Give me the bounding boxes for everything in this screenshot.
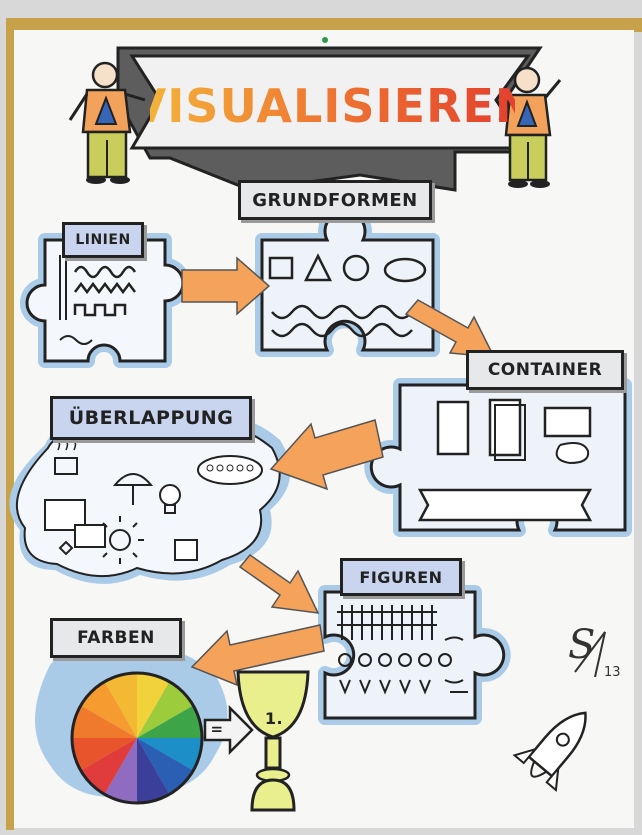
color-wheel-icon bbox=[70, 671, 204, 805]
label-linien: LINIEN bbox=[62, 222, 144, 258]
equals-sign: = bbox=[210, 720, 224, 738]
container-puzzle-icon bbox=[364, 378, 632, 537]
label-farben: FARBEN bbox=[50, 618, 182, 658]
signature-year: 13 bbox=[604, 665, 621, 680]
lightbulb-icon bbox=[159, 484, 181, 506]
stick-figure-right-icon bbox=[498, 66, 562, 188]
arrow-wheel-to-goblet-icon bbox=[203, 704, 254, 756]
title-banner bbox=[116, 46, 543, 192]
board-top-rail bbox=[6, 18, 642, 32]
label-container: CONTAINER bbox=[466, 350, 624, 390]
arrow-container-to-ueberlappung-icon bbox=[269, 419, 384, 491]
figuren-puzzle-icon bbox=[318, 585, 511, 725]
signature: S bbox=[568, 622, 596, 668]
pin-icon bbox=[322, 37, 328, 43]
stick-figure-left-icon bbox=[68, 61, 146, 184]
page-title: VISUALISIEREN bbox=[131, 58, 534, 154]
linien-puzzle-icon bbox=[20, 233, 190, 368]
label-grundformen: GRUNDFORMEN bbox=[238, 180, 432, 220]
board-left-rail bbox=[6, 30, 14, 830]
sun-icon bbox=[109, 529, 131, 551]
arrow-linien-to-grundformen-icon bbox=[181, 256, 271, 316]
rocket-icon bbox=[512, 711, 587, 792]
ueberlappung-cloud-icon bbox=[9, 413, 291, 584]
arrow-ueberlappung-to-figuren-icon bbox=[238, 553, 320, 614]
goblet-number: 1. bbox=[264, 708, 284, 728]
signature-mark-icon bbox=[574, 631, 606, 678]
arrow-figuren-to-farben-icon bbox=[190, 624, 325, 687]
grundformen-puzzle-icon bbox=[255, 204, 440, 357]
label-figuren: FIGUREN bbox=[340, 558, 462, 596]
goblet-icon bbox=[236, 670, 310, 812]
label-ueberlappung: ÜBERLAPPUNG bbox=[50, 396, 252, 440]
umbrella-icon bbox=[112, 473, 154, 486]
